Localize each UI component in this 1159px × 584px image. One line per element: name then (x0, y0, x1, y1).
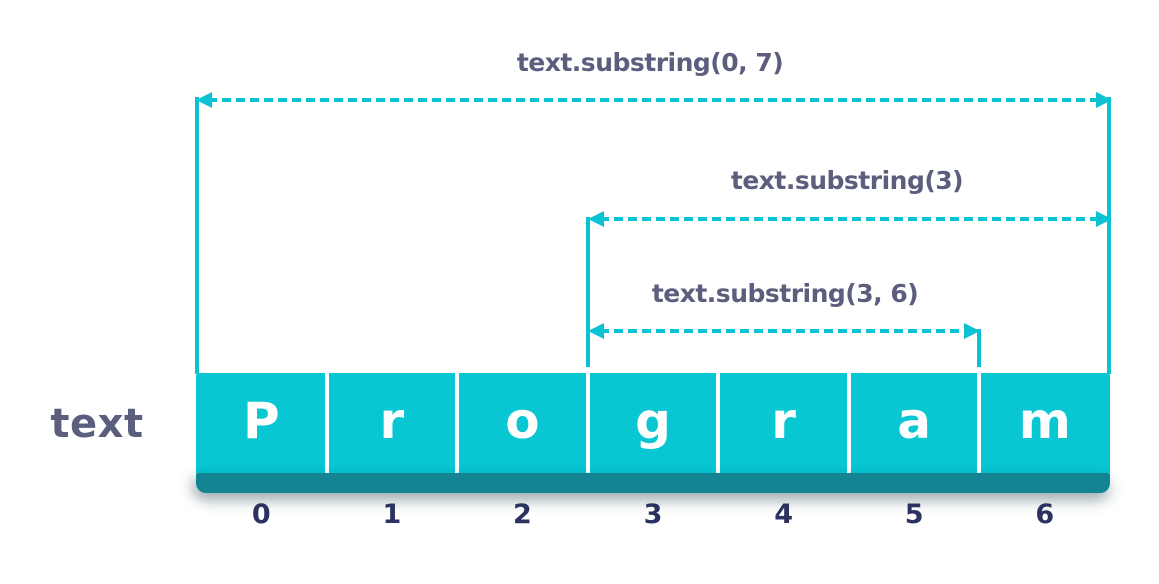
range-boundary-line-index-6 (977, 329, 981, 373)
index-label-6: 6 (1035, 498, 1055, 530)
cell-divider (455, 367, 459, 474)
range-boundary-line-string-end (1107, 97, 1111, 374)
cell-divider (586, 367, 590, 474)
arrowhead-left-icon (196, 92, 212, 108)
arrowhead-right-icon (964, 323, 980, 339)
substring-call-label-3: text.substring(3) (730, 166, 964, 195)
index-label-1: 1 (382, 498, 402, 530)
cell-divider (716, 367, 720, 474)
range-boundary-line-index-3 (586, 217, 590, 373)
index-label-4: 4 (774, 498, 793, 530)
substring-range-arrow-3 (588, 211, 1112, 227)
index-label-2: 2 (513, 498, 532, 530)
index-row: 0 1 2 3 4 5 6 (196, 498, 1110, 530)
char-cell-4: r (771, 392, 796, 450)
arrowhead-left-icon (588, 211, 604, 227)
range-boundary-line-index-0 (195, 97, 199, 374)
char-cell-6: m (1018, 392, 1071, 450)
index-label-3: 3 (643, 498, 663, 530)
dashed-line (208, 98, 1100, 102)
string-box: P r o g r a m (196, 373, 1110, 473)
variable-name-label: text (50, 401, 144, 447)
substring-call-label-0-7: text.substring(0, 7) (516, 48, 784, 77)
cell-divider (325, 367, 329, 474)
substring-range-arrow-0-7 (196, 92, 1112, 108)
char-cell-2: o (505, 392, 540, 450)
char-cell-1: r (379, 392, 405, 450)
dashed-line (600, 217, 1100, 221)
cell-divider (977, 367, 981, 474)
box-bottom-shadow (196, 473, 1110, 493)
substring-call-label-3-6: text.substring(3, 6) (651, 279, 919, 308)
char-cell-0: P (242, 392, 280, 450)
arrowhead-left-icon (588, 323, 604, 339)
substring-range-arrow-3-6 (588, 323, 980, 339)
char-cell-3: g (635, 392, 671, 450)
cell-divider (847, 367, 851, 474)
index-label-0: 0 (251, 498, 271, 530)
char-cell-5: a (897, 392, 932, 450)
index-label-5: 5 (904, 498, 924, 530)
dashed-line (600, 329, 968, 333)
